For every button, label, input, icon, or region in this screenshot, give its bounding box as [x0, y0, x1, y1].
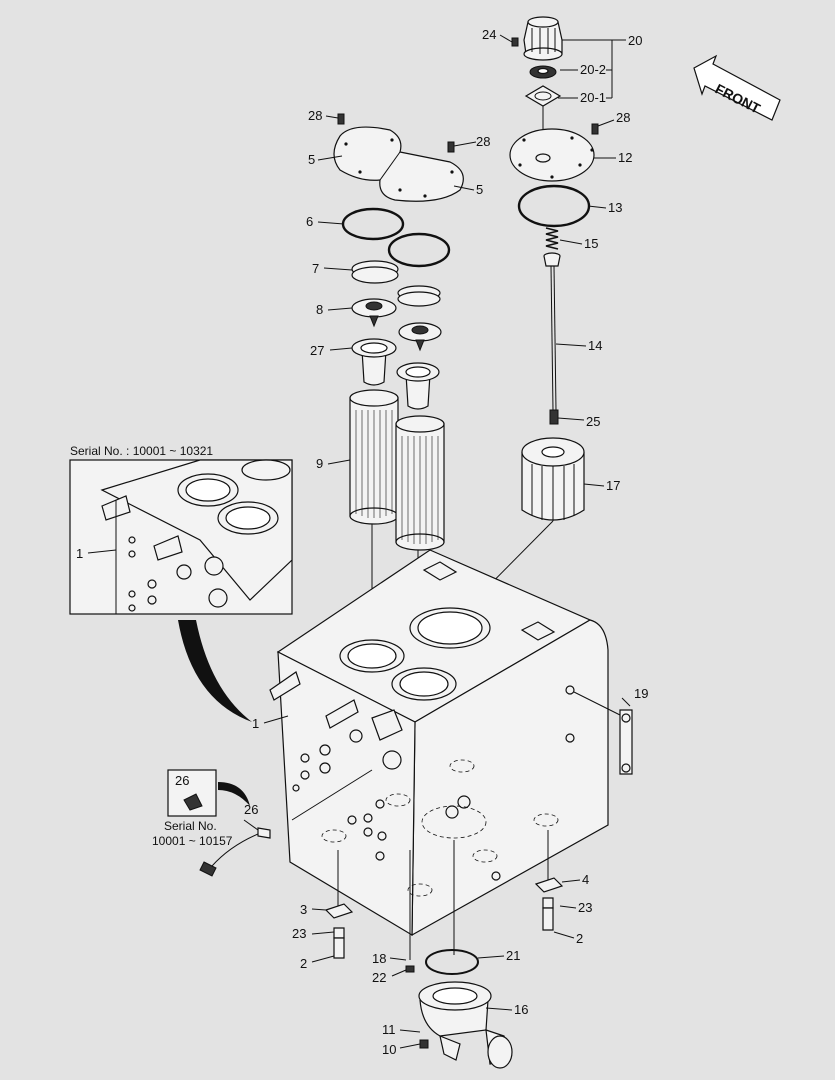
inset-sensor-caption-1: Serial No.	[164, 819, 217, 833]
callout-26: 26	[244, 802, 258, 817]
sensor-26	[199, 827, 271, 877]
spring-15	[545, 227, 559, 250]
callout-4: 4	[582, 872, 589, 887]
callout-14: 14	[588, 338, 602, 353]
inset-sensor-callout: 26	[175, 773, 189, 788]
o-ring-6a	[341, 207, 405, 241]
level-gauge-19	[573, 691, 633, 775]
serial-inset-main: Serial No. : 10001 ~ 10321	[69, 444, 293, 722]
callout-7: 7	[312, 261, 319, 276]
serial-inset-sensor: 26 Serial No. 10001 ~ 10157	[152, 769, 250, 848]
leader-lines	[87, 34, 631, 1049]
front-arrow: FRONT	[693, 54, 781, 121]
callout-labels: 24 20 20-2 20-1 28 28 28 5 5 12 13 6 7 8…	[76, 27, 648, 1057]
callout-19: 19	[634, 686, 648, 701]
callout-17: 17	[606, 478, 620, 493]
callout-28c: 28	[616, 110, 630, 125]
callout-24: 24	[482, 27, 496, 42]
callout-28b: 28	[476, 134, 490, 149]
callout-18: 18	[372, 951, 386, 966]
cover-plate-12	[509, 123, 599, 182]
callout-5a: 5	[308, 152, 315, 167]
filter-elements-9	[349, 389, 445, 690]
callout-20-1: 20-1	[580, 90, 606, 105]
callout-28a: 28	[308, 108, 322, 123]
callout-12: 12	[618, 150, 632, 165]
filter-element-17	[449, 437, 585, 626]
callout-5b: 5	[476, 182, 483, 197]
callout-2a: 2	[300, 956, 307, 971]
callout-16: 16	[514, 1002, 528, 1017]
o-ring-6b	[387, 232, 451, 268]
callout-8: 8	[316, 302, 323, 317]
bottom-parts	[324, 830, 564, 1069]
callout-23a: 23	[292, 926, 306, 941]
callout-11: 11	[382, 1022, 396, 1037]
inset-sensor-caption-2: 10001 ~ 10157	[152, 834, 233, 848]
rod-14	[543, 252, 561, 425]
inset-main-caption: Serial No. : 10001 ~ 10321	[70, 444, 213, 458]
callout-21: 21	[506, 948, 520, 963]
callout-3: 3	[300, 902, 307, 917]
callout-23b: 23	[578, 900, 592, 915]
retainer-rings-7	[351, 260, 441, 307]
callout-25: 25	[586, 414, 600, 429]
callout-27: 27	[310, 343, 324, 358]
callout-13: 13	[608, 200, 622, 215]
breather-cap-assembly	[511, 16, 563, 140]
callout-10: 10	[382, 1042, 396, 1057]
o-ring-13	[517, 184, 591, 228]
strainer-cups-27	[351, 338, 440, 410]
callout-1a: 1	[76, 546, 83, 561]
cover-plates-5	[333, 113, 464, 202]
callout-9: 9	[316, 456, 323, 471]
callout-20: 20	[628, 33, 642, 48]
callout-22: 22	[372, 970, 386, 985]
callout-2b: 2	[576, 931, 583, 946]
hydraulic-tank	[269, 549, 609, 937]
callout-1b: 1	[252, 716, 259, 731]
callout-15: 15	[584, 236, 598, 251]
callout-6: 6	[306, 214, 313, 229]
callout-20-2: 20-2	[580, 62, 606, 77]
